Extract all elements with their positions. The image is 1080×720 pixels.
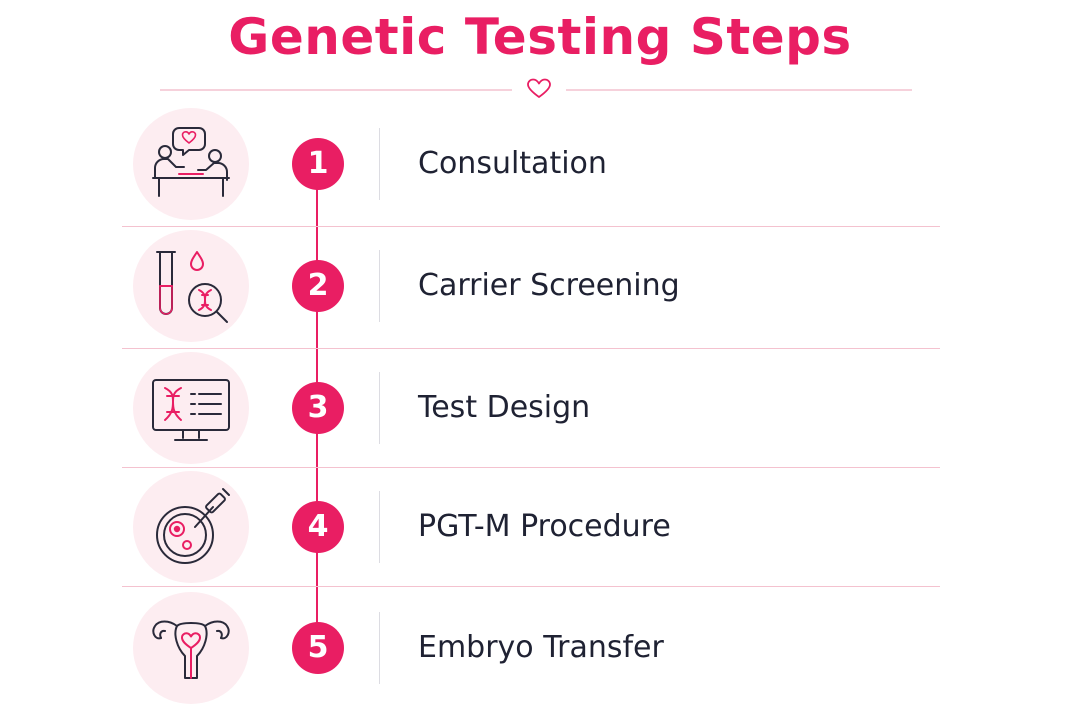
step-number-badge: 3 [292,382,344,434]
test-tube-dna-icon [156,251,228,323]
consultation-icon [152,127,230,197]
step-label: Test Design [418,390,591,425]
row-divider [122,348,940,349]
row-divider [122,586,940,587]
icon-badge [133,352,249,464]
column-divider [379,372,380,444]
step-number-badge: 1 [292,138,344,190]
row-divider [122,226,940,227]
column-divider [379,128,380,200]
step-number-badge: 4 [292,501,344,553]
uterus-heart-icon [152,620,230,679]
step-embryo-transfer: 5 Embryo Transfer [0,592,1080,704]
step-pgt-m-procedure: 4 PGT-M Procedure [0,471,1080,583]
step-label: Carrier Screening [418,268,680,303]
page-title: Genetic Testing Steps [228,8,852,66]
step-carrier-screening: 2 Carrier Screening [0,230,1080,342]
icon-badge [133,230,249,342]
heart-icon [527,78,551,98]
step-test-design: 3 Test Design [0,352,1080,464]
step-number-badge: 2 [292,260,344,312]
step-label: Embryo Transfer [418,630,664,665]
step-consultation: 1 Consultation [0,108,1080,220]
step-number-badge: 5 [292,622,344,674]
step-label: PGT-M Procedure [418,509,671,544]
monitor-dna-icon [152,379,230,441]
icon-badge [133,108,249,220]
petri-dish-pipette-icon [156,488,230,564]
step-label: Consultation [418,146,607,181]
column-divider [379,491,380,563]
row-divider [122,467,940,468]
icon-badge [133,592,249,704]
column-divider [379,250,380,322]
icon-badge [133,471,249,583]
column-divider [379,612,380,684]
title-divider [160,78,912,98]
